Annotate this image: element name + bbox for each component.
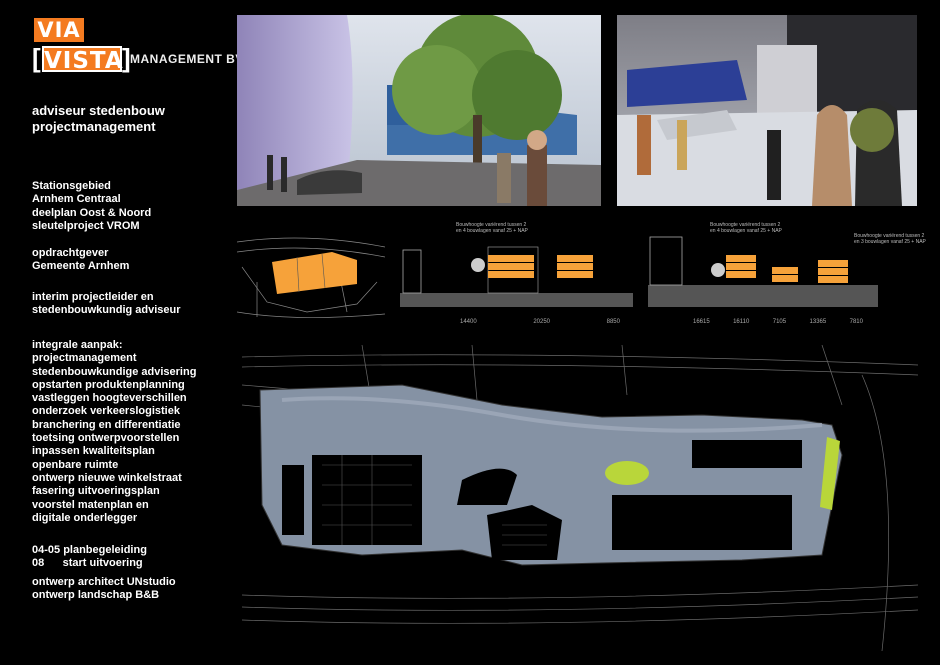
section-right-dimensions: 16615 16110 7105 13365 7810: [693, 319, 863, 325]
client-line: Gemeente Arnhem: [32, 260, 130, 273]
project-line: deelplan Oost & Noord: [32, 206, 152, 219]
section-right-note-b: en 4 bouwlagen vanaf 25 + NAP: [710, 228, 782, 234]
section-right-note-d: en 3 bouwlagen vanaf 25 + NAP: [854, 239, 926, 245]
dimension-label: 13365: [809, 319, 827, 325]
dimension-label: 20250: [533, 319, 550, 325]
approach-line: integrale aanpak:: [32, 339, 123, 351]
approach-line: inpassen kwaliteitsplan: [32, 445, 155, 458]
approach-line: stedenbouwkundige advisering: [32, 365, 197, 378]
timeline-line: 04-05 planbegeleiding: [32, 544, 147, 556]
project-line: Stationsgebied: [32, 180, 111, 192]
logo-vista: VISTA: [42, 46, 124, 74]
logo-via: VIA: [34, 18, 84, 42]
dimension-label: 7810: [849, 319, 863, 325]
project-line: Arnhem Centraal: [32, 193, 121, 206]
approach-block: integrale aanpak: projectmanagement sted…: [32, 339, 196, 525]
dimension-label: 16110: [733, 319, 750, 325]
role-line: stedenbouwkundig adviseur: [32, 304, 181, 317]
approach-line: toetsing ontwerpvoorstellen: [32, 432, 180, 445]
cross-section-right: Bouwhoogte variërend tussen 2 en 4 bouwl…: [648, 222, 926, 330]
heading-line-2: projectmanagement: [32, 119, 156, 134]
section-left-note: Bouwhoogte variërend tussen 2 en 4 bouwl…: [456, 222, 528, 234]
credits-line: ontwerp landschap B&B: [32, 589, 160, 602]
approach-line: branchering en differentiatie: [32, 418, 181, 431]
site-plan-thumbnail: [236, 222, 386, 330]
credits-block: ontwerp architect UNstudio ontwerp lands…: [32, 576, 176, 603]
section-left-dimensions: 14400 20250 8850: [460, 319, 620, 325]
approach-line: vastleggen hoogteverschillen: [32, 392, 187, 405]
approach-line: voorstel matenplan en: [32, 498, 149, 511]
approach-line: projectmanagement: [32, 352, 137, 365]
approach-line: onderzoek verkeerslogistiek: [32, 405, 180, 418]
section-left-note-a: Bouwhoogte variërend tussen 2: [456, 222, 527, 228]
section-right-note-a: Bouwhoogte variërend tussen 2: [710, 222, 781, 228]
dimension-label: 14400: [460, 319, 477, 325]
approach-line: digitale onderlegger: [32, 511, 138, 524]
approach-line: openbare ruimte: [32, 458, 119, 471]
client-block: opdrachtgever Gemeente Arnhem: [32, 247, 129, 274]
section-right-note: Bouwhoogte variërend tussen 2 en 4 bouwl…: [710, 222, 782, 234]
logo-bracket-right: ]: [122, 43, 131, 73]
role-block: interim projectleider en stedenbouwkundi…: [32, 291, 181, 318]
logo: VIA [ VISTA ] MANAGEMENT BV: [32, 18, 243, 80]
dimension-label: 16615: [693, 319, 710, 325]
dimension-label: 7105: [772, 319, 787, 325]
cross-section-left: Bouwhoogte variërend tussen 2 en 4 bouwl…: [400, 222, 635, 330]
logo-bracket-left: [: [32, 43, 41, 73]
project-line: sleutelproject VROM: [32, 219, 140, 232]
approach-line: ontwerp nieuwe winkelstraat: [32, 471, 182, 484]
timeline-line: 08 start uitvoering: [32, 557, 143, 570]
render-street-photo: [237, 15, 601, 206]
approach-line: fasering uitvoeringsplan: [32, 485, 160, 498]
section-right-note-c: Bouwhoogte variërend tussen 2: [854, 233, 925, 239]
section-left-note-b: en 4 bouwlagen vanaf 25 + NAP: [456, 228, 528, 234]
heading-line-1: adviseur stedenbouw: [32, 103, 165, 118]
section-right-note-2: Bouwhoogte variërend tussen 2 en 3 bouwl…: [854, 233, 926, 245]
credits-line: ontwerp architect UNstudio: [32, 576, 176, 588]
timeline-block: 04-05 planbegeleiding 08 start uitvoerin…: [32, 544, 147, 571]
role-line: interim projectleider en: [32, 291, 154, 303]
company-name: MANAGEMENT BV: [130, 52, 244, 66]
render-plaza-photo: [617, 15, 917, 206]
dimension-label: 8850: [606, 319, 620, 325]
client-line: opdrachtgever: [32, 247, 109, 259]
project-block: Stationsgebied Arnhem Centraal deelplan …: [32, 180, 151, 233]
master-plan: [241, 344, 919, 652]
approach-line: opstarten produktenplanning: [32, 378, 185, 391]
